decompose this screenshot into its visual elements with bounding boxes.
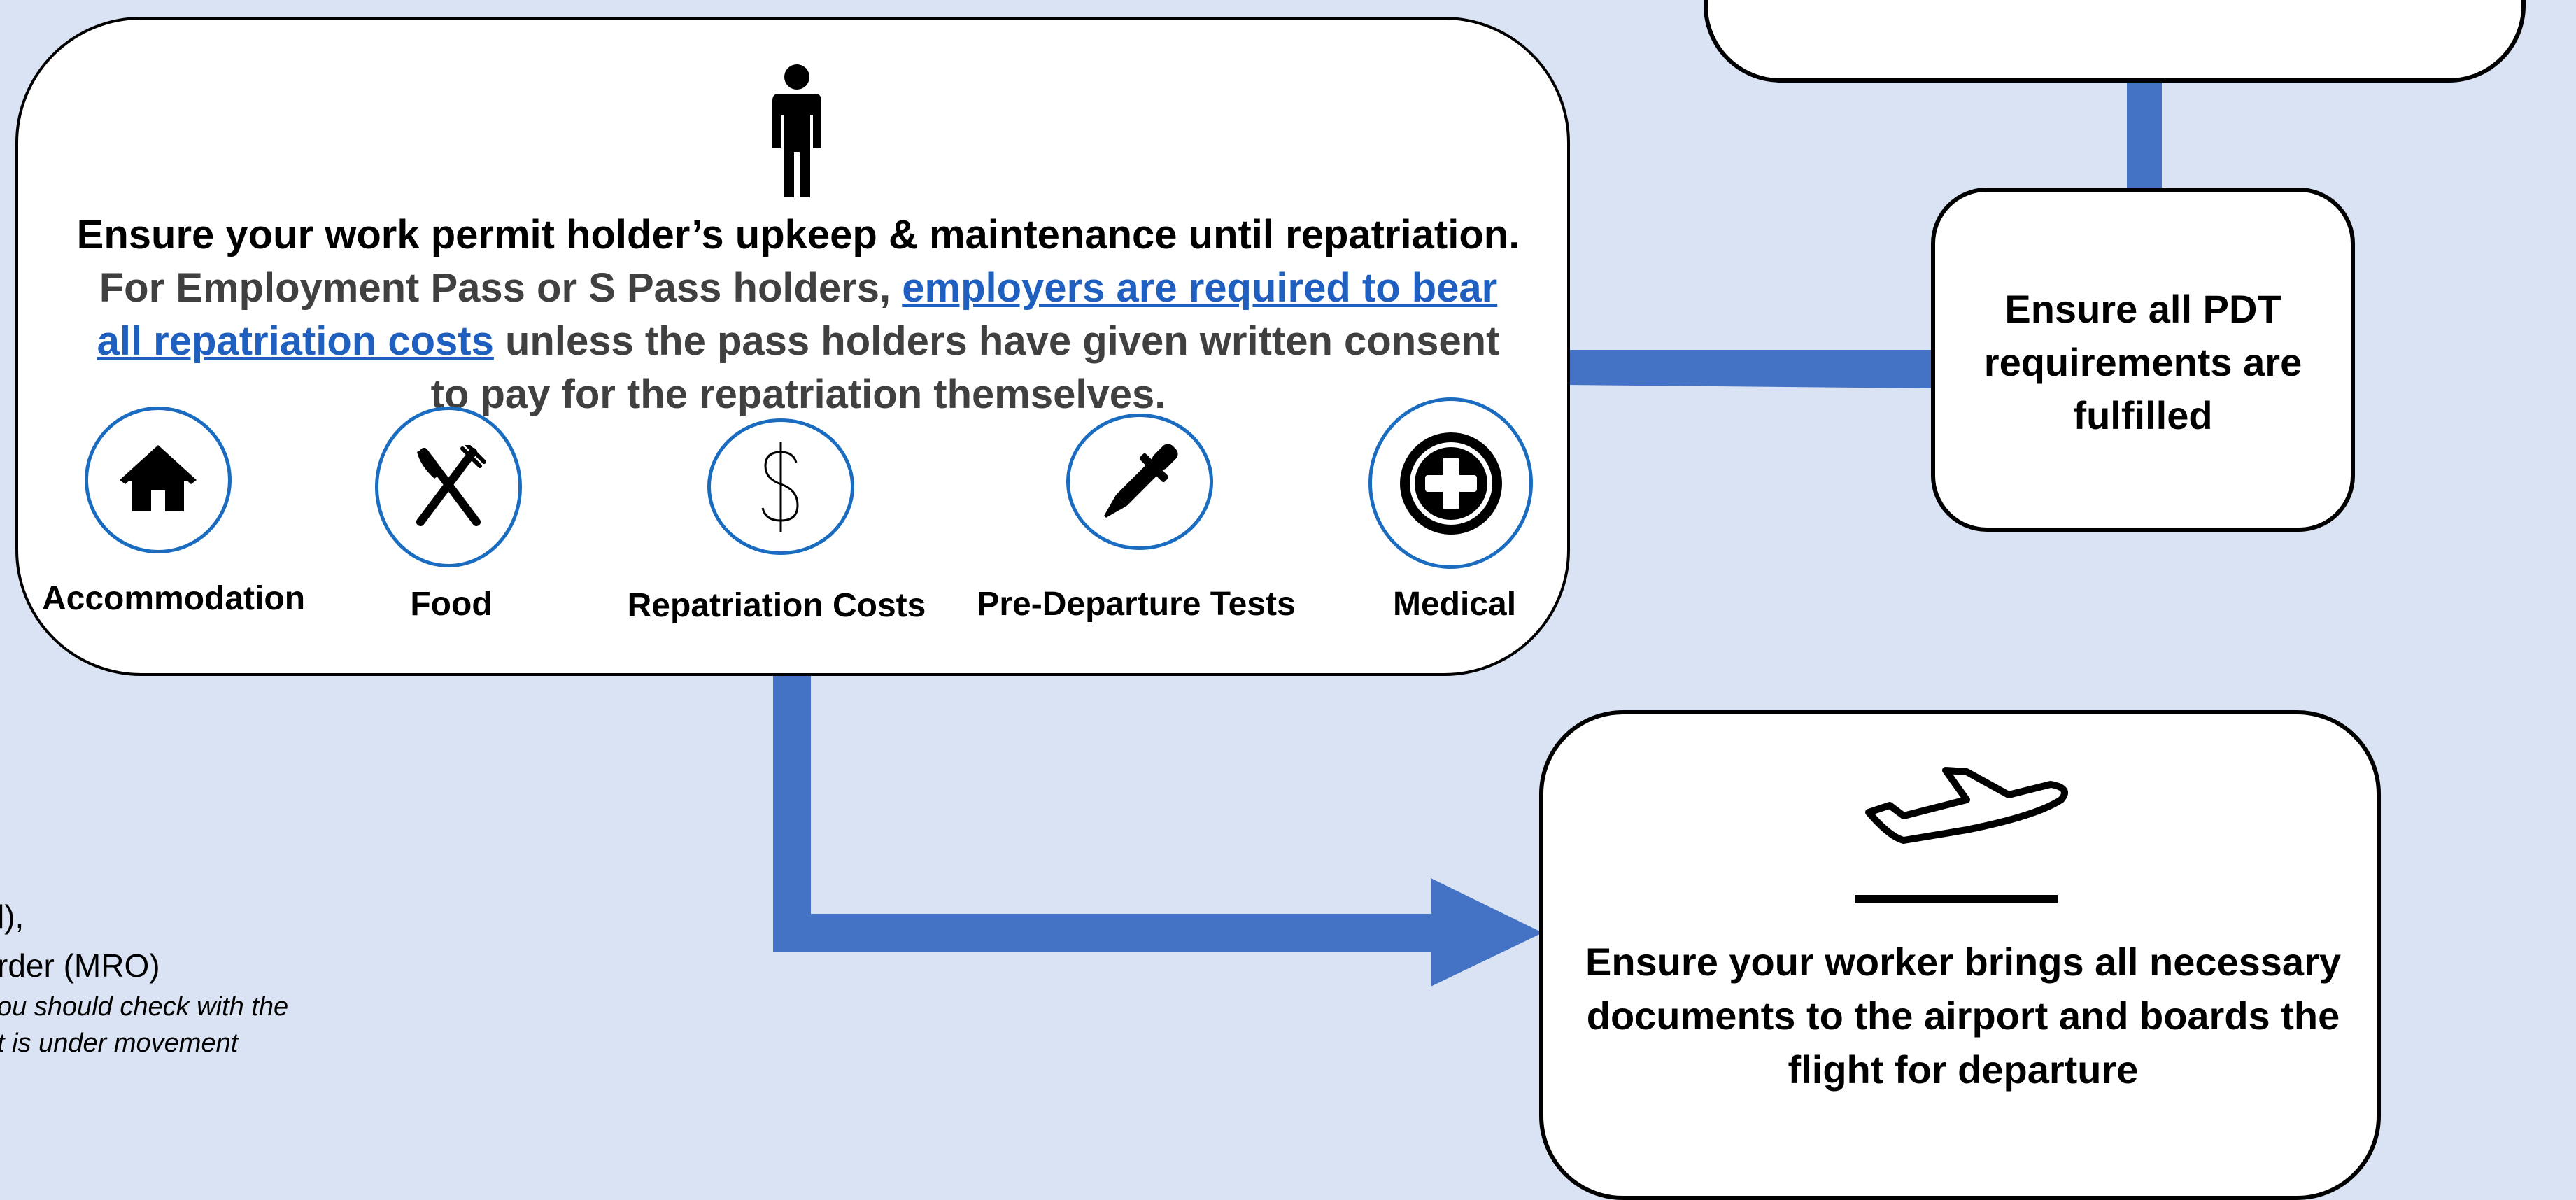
connector-top-to-pdt [2127,77,2162,192]
connector-main-to-pdt [1567,350,1931,388]
repatriation-costs-link[interactable]: employers are required to bear all repat… [97,265,1498,364]
category-label-pre-departure-tests: Pre-Departure Tests [977,586,1296,623]
upkeep-body: For Employment Pass or S Pass holders, e… [74,262,1522,421]
food-circle [375,407,522,567]
fork-knife-icon [416,445,486,526]
left-partial-line-1: l), [0,898,24,935]
runway-line [1855,895,2058,903]
pre-departure-tests-circle [1066,414,1213,550]
departure-box: Ensure your worker brings all necessary … [1539,710,2381,1200]
pdt-requirements-text: Ensure all PDT requirements are fulfille… [1983,287,2302,437]
body-prefix: For Employment Pass or S Pass holders, [99,265,891,311]
category-label-medical: Medical [1392,586,1517,623]
repatriation-costs-circle [707,418,854,555]
medical-cross-icon [1399,432,1502,535]
medical-circle [1368,397,1533,569]
pdt-requirements-box: Ensure all PDT requirements are fulfille… [1931,188,2355,532]
upkeep-box: Ensure your work permit holder’s upkeep … [15,17,1570,676]
airplane-icon [1865,767,2068,844]
accommodation-circle [85,407,232,553]
person-icon [772,64,821,197]
category-label-food: Food [410,586,493,623]
left-partial-line-3: ou should check with the [0,992,289,1022]
category-label-accommodation: Accommodation [41,580,306,617]
body-suffix: unless the pass holders have given writt… [430,318,1500,417]
upkeep-heading: Ensure your work permit holder’s upkeep … [76,212,1520,257]
category-label-repatriation-costs: Repatriation Costs [627,587,926,624]
dollar-icon [761,441,799,532]
arrow-head [1431,878,1543,987]
left-partial-line-2: rder (MRO) [0,947,160,984]
connector-arrows [773,77,2162,987]
connector-main-to-flight [773,672,1441,952]
top-step-box [1704,0,2526,83]
upkeep-description: Ensure your work permit holder’s upkeep … [74,209,1522,421]
left-partial-line-4: t is under movement [0,1029,239,1058]
dropper-icon [1104,443,1178,518]
departure-text: Ensure your worker brings all necessary … [1585,940,2342,1092]
house-icon [120,445,197,511]
